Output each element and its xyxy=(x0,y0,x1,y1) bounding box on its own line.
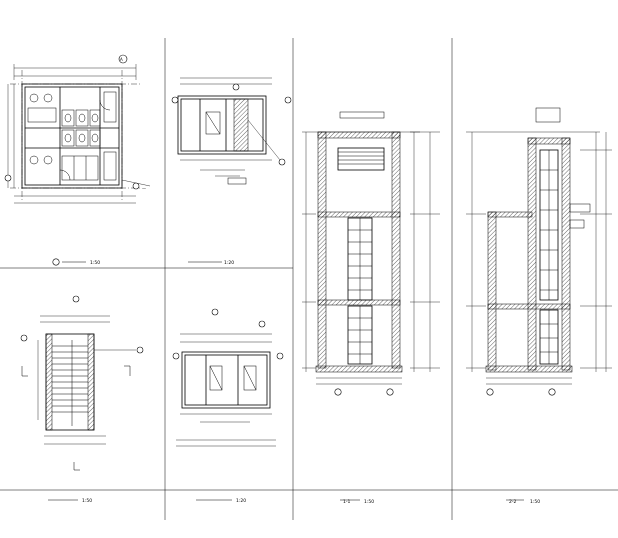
section-1-scale: 1:50 xyxy=(364,499,374,505)
svg-text:—: — xyxy=(142,186,146,191)
svg-text:A: A xyxy=(120,57,123,62)
section-1-title: 1-1 xyxy=(343,499,350,505)
stair-plan-scale: 1:50 xyxy=(82,498,92,504)
plan-toilet-scale: 1:50 xyxy=(90,260,100,266)
sheet-dividers xyxy=(0,38,618,520)
section-1-1: 1-1 1:50 xyxy=(302,111,440,505)
detail-b: 1:20 xyxy=(172,308,284,504)
section-2-scale: 1:50 xyxy=(530,499,540,505)
section-2-2: 2-2 1:50 xyxy=(466,107,612,505)
toilet-plan: A xyxy=(4,54,151,266)
detail-b-scale: 1:20 xyxy=(236,498,246,504)
detail-a: 1:20 xyxy=(171,77,292,266)
detail-a-scale: 1:20 xyxy=(224,260,234,266)
stair-plan: 1:50 xyxy=(20,295,144,504)
section-2-title: 2-2 xyxy=(509,499,516,505)
